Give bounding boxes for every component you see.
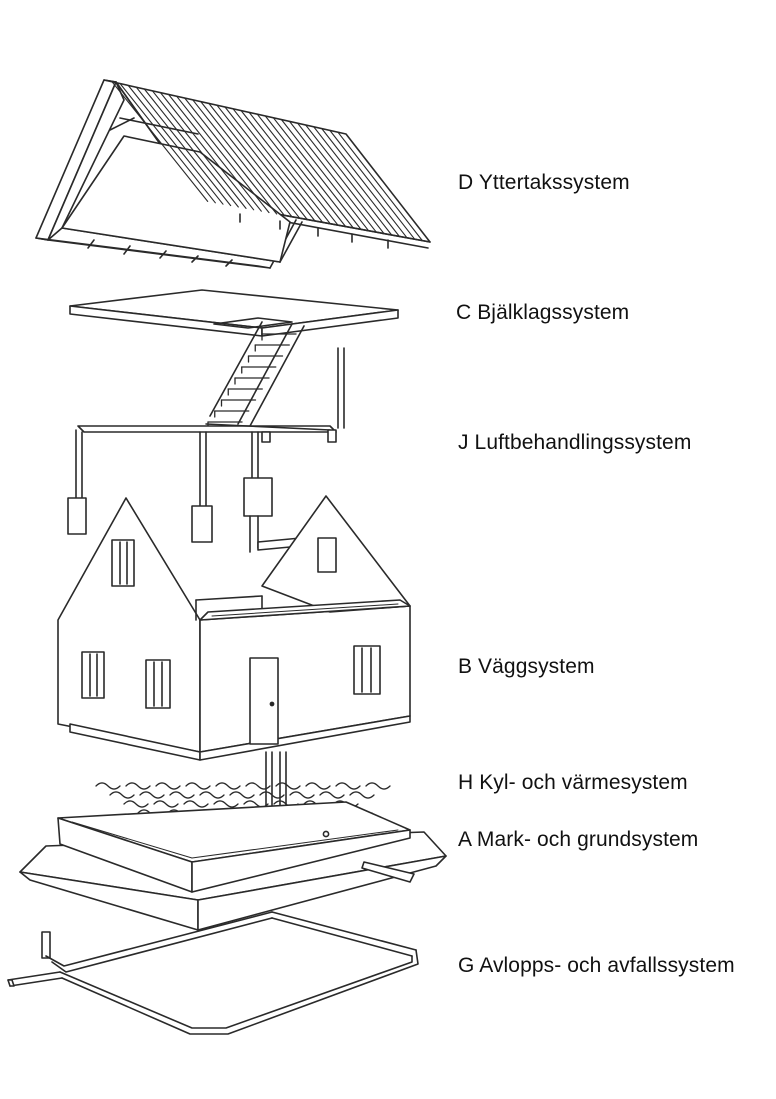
foundation-system [19, 801, 447, 931]
label-foundation-system: A Mark- och grundsystem [458, 828, 699, 851]
floor-structure-system [69, 289, 399, 429]
drainage-system [7, 911, 419, 1035]
label-drainage-system: G Avlopps- och avfallssystem [458, 954, 735, 977]
label-roof-system: D Yttertakssystem [458, 171, 630, 194]
label-ventilation-system: J Luftbehandlingssystem [458, 431, 692, 454]
label-heating-cooling-system: H Kyl- och värmesystem [458, 771, 688, 794]
roof-system [35, 79, 431, 269]
label-wall-system: B Väggsystem [458, 655, 595, 678]
wall-system [57, 495, 411, 761]
label-floor-structure-system: C Bjälklagssystem [456, 301, 630, 324]
